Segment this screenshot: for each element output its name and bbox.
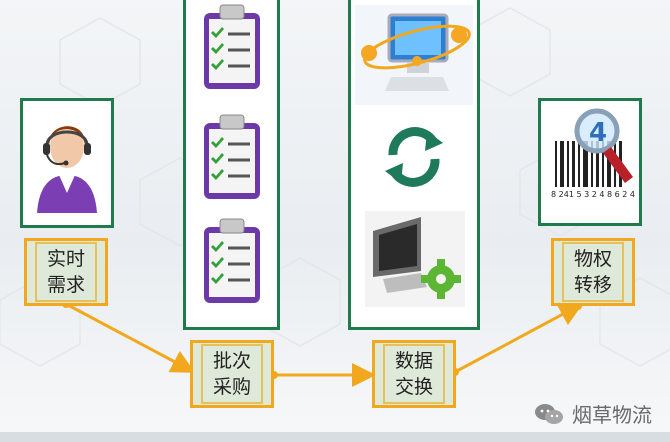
label-realtime-demand: 实时需求 <box>24 238 108 306</box>
barcode-box: 8 241 5 3 2 4 8 6 2 4 4 <box>538 98 642 226</box>
clipboard-checklist-icon <box>204 114 260 199</box>
arrow-exchange-to-transfer <box>454 303 584 374</box>
watermark: 烟草物流 <box>534 399 652 428</box>
monitor-gear-icon <box>365 211 465 307</box>
refresh-arrows-icon <box>385 127 443 187</box>
barcode-magnifier-icon: 8 241 5 3 2 4 8 6 2 4 4 <box>551 108 635 199</box>
magnifier-number: 4 <box>589 118 607 148</box>
clipboard-checklist-icon <box>204 4 260 89</box>
customer-service-box <box>20 98 114 228</box>
label-data-exchange: 数据交换 <box>372 340 456 408</box>
label-property-transfer: 物权转移 <box>551 238 635 306</box>
wechat-icon <box>535 403 563 424</box>
bottom-bar <box>0 432 670 442</box>
headset-agent-icon <box>37 126 97 213</box>
watermark-text: 烟草物流 <box>572 403 652 427</box>
orbit-monitor-icon <box>355 5 473 105</box>
clipboard-stack <box>204 4 260 303</box>
arrow-demand-to-purchase <box>65 302 196 373</box>
clipboards-column <box>183 0 280 330</box>
barcode-digits: 8 241 5 3 2 4 8 6 2 4 <box>551 190 635 199</box>
computers-column <box>348 0 480 330</box>
clipboard-checklist-icon <box>204 218 260 303</box>
label-batch-purchase: 批次采购 <box>190 340 274 408</box>
computer-stack <box>355 5 473 307</box>
